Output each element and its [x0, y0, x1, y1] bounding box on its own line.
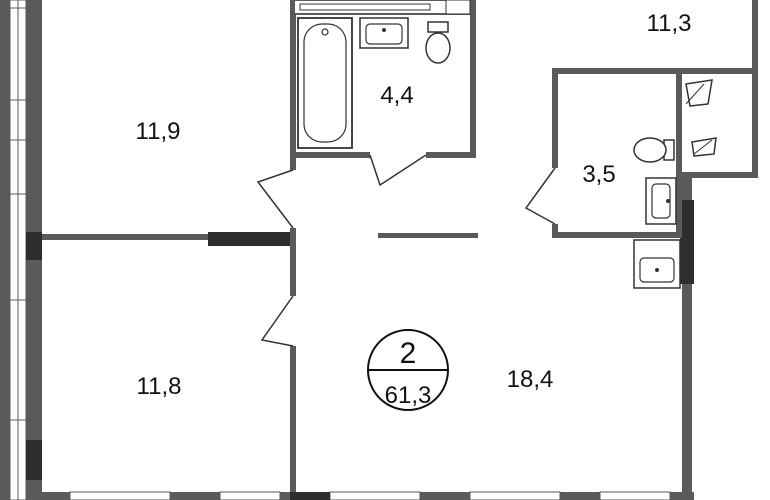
sink-icon — [633, 239, 681, 289]
room-area-top-right: 11,3 — [647, 10, 692, 37]
room-area-bedroom-top: 11,9 — [136, 118, 181, 145]
toilet-icon — [425, 21, 451, 64]
bathtub-icon — [297, 17, 353, 149]
apartment-badge: 2 61,3 — [367, 329, 449, 411]
facade-bottom — [42, 491, 694, 500]
walls-interior — [42, 0, 682, 492]
room-area-bedroom-bottom: 11,8 — [137, 373, 182, 400]
toilet-icon — [633, 137, 675, 163]
sink-icon — [645, 177, 677, 225]
total-area: 61,3 — [385, 382, 432, 409]
room-area-living: 18,4 — [507, 366, 554, 393]
doors — [256, 154, 556, 347]
rooms-count: 2 — [400, 337, 417, 370]
sink-icon — [359, 17, 409, 49]
walls-right — [558, 0, 758, 492]
facade-left — [0, 0, 42, 500]
room-area-bathroom: 4,4 — [380, 82, 413, 109]
room-area-wc: 3,5 — [582, 161, 615, 188]
